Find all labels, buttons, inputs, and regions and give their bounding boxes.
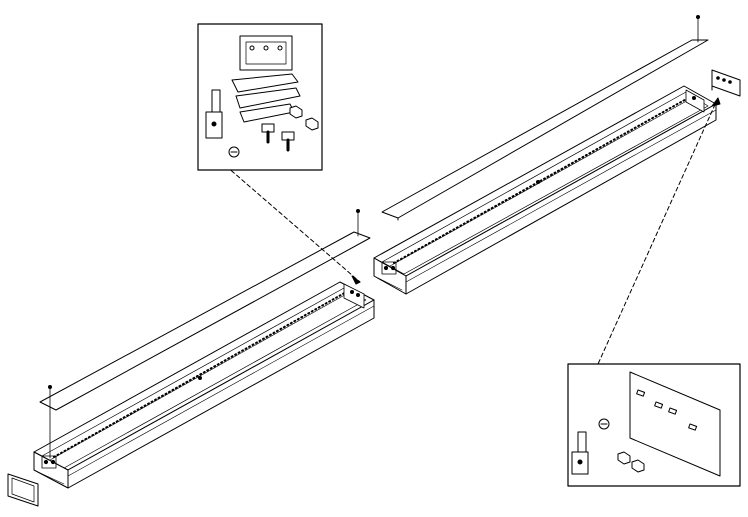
joint-hardware-callout bbox=[197, 23, 323, 171]
set-screw bbox=[228, 146, 240, 158]
left-rail-section bbox=[33, 281, 375, 489]
joint-leader-arrowhead bbox=[351, 275, 361, 285]
bolt bbox=[261, 123, 295, 152]
set-screw bbox=[598, 418, 610, 430]
gasket-plate bbox=[239, 35, 293, 71]
splice-clips bbox=[231, 73, 301, 123]
nut bbox=[617, 451, 645, 473]
right-rail-cover-strip bbox=[381, 15, 709, 221]
end-leader-arrowhead bbox=[711, 97, 721, 107]
connector-post bbox=[205, 89, 223, 139]
left-rail-cover-strip bbox=[39, 209, 371, 411]
end-plate-hardware-callout bbox=[567, 363, 741, 487]
left-end-cap bbox=[7, 473, 39, 507]
connector-post bbox=[571, 431, 589, 475]
right-rail-section bbox=[373, 85, 717, 295]
right-end-plate bbox=[711, 69, 741, 97]
nut bbox=[289, 105, 319, 131]
leader-lines bbox=[225, 97, 719, 365]
end-plate-with-pins bbox=[629, 371, 721, 477]
